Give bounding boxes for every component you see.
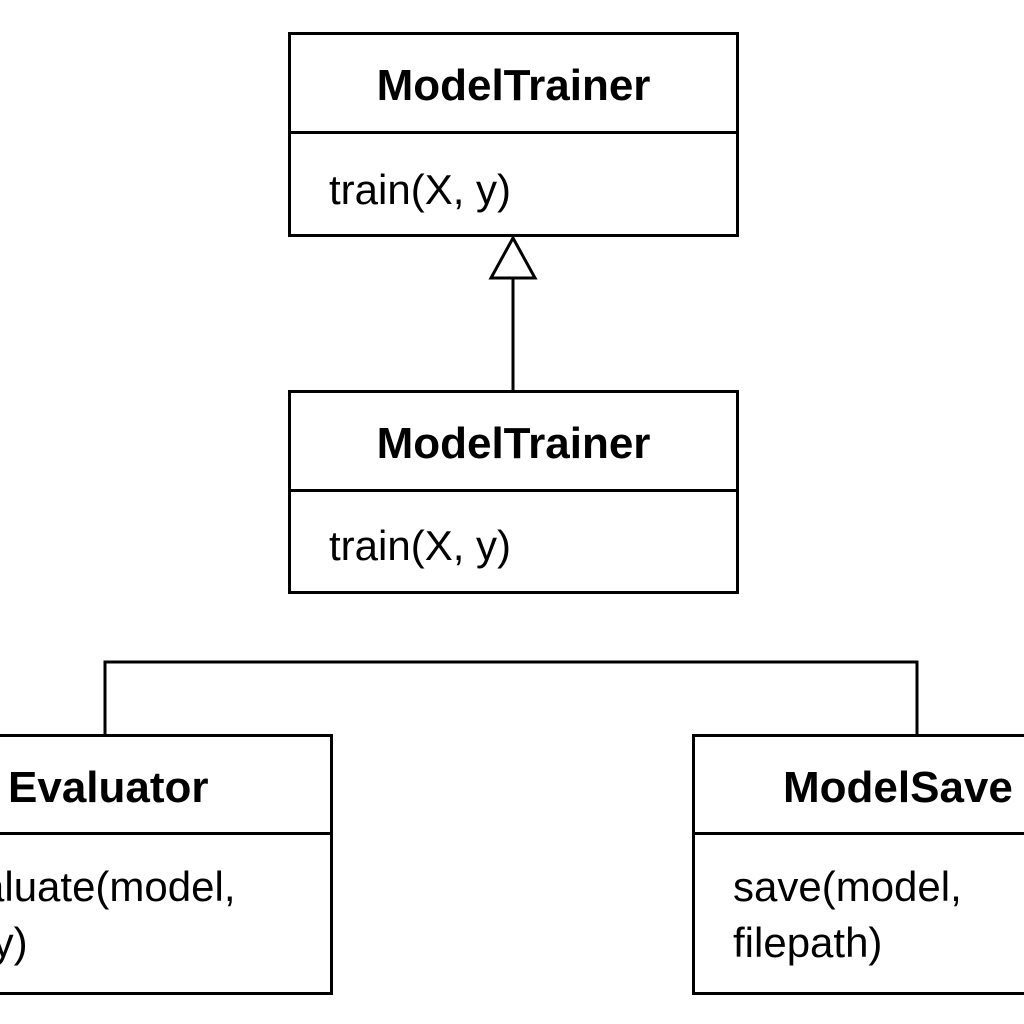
method: train(X, y) [329,166,512,213]
inheritance-arrowhead-icon [488,234,538,280]
association-branch-line [103,660,919,734]
method: save(model, [733,863,962,910]
class-methods: save(model, filepath) [695,835,1024,971]
class-box-model-saver: ModelSave save(model, filepath) [692,734,1024,995]
method: train(X, y) [329,522,512,569]
class-box-model-trainer-middle: ModelTrainer train(X, y) [288,390,739,594]
class-name: Evaluator [0,737,330,835]
class-methods: train(X, y) [291,492,736,574]
class-name: ModelTrainer [291,35,736,134]
class-box-evaluator: Evaluator aluate(model, y) [0,734,333,995]
class-name: ModelTrainer [291,393,736,492]
method: filepath) [733,919,883,966]
class-box-model-trainer-top: ModelTrainer train(X, y) [288,32,739,237]
class-name: ModelSave [695,737,1024,835]
method: aluate(model, [0,863,236,910]
class-methods: aluate(model, y) [0,835,330,971]
method: y) [0,919,28,966]
class-methods: train(X, y) [291,134,736,218]
